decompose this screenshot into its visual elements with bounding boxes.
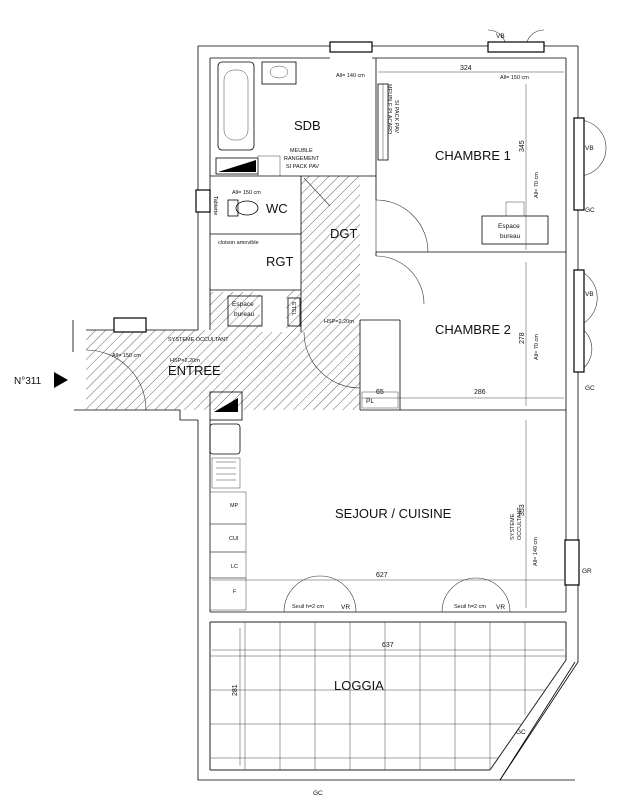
dim-ch1-width: 324 (460, 65, 472, 72)
dim-pl-width: 65 (376, 389, 384, 396)
allege-ch1-side: All= 70 cm (534, 172, 540, 198)
loggia-tiling (209, 621, 576, 781)
outer-walls (72, 45, 579, 781)
room-wc: WC (266, 201, 288, 216)
room-chambre1: CHAMBRE 1 (435, 148, 511, 163)
code-gc-loggia-side: GC (516, 729, 526, 736)
note-meuble-placard-2: SI PACK PAV (393, 100, 399, 133)
note-systeme-sejour-2: OCCULTANT (517, 507, 523, 540)
room-chambre2: CHAMBRE 2 (435, 322, 511, 337)
allege-wc: All= 150 cm (232, 190, 261, 196)
etel-cabinet (287, 297, 301, 327)
room-loggia: LOGGIA (334, 678, 384, 693)
bathtub-icon (217, 61, 255, 151)
hatched-circulation (86, 176, 360, 410)
dim-ch2-height: 278 (519, 332, 526, 344)
threshold-right: Seuil h=2 cm (454, 604, 486, 610)
allege-ch1-top: All= 150 cm (500, 75, 529, 81)
dim-ch1-height: 345 (519, 140, 526, 152)
threshold-left: Seuil h=2 cm (292, 604, 324, 610)
note-cloison-amovible: cloison amovible (218, 240, 259, 246)
code-vr-right: VR (496, 604, 505, 611)
sink-icon (261, 61, 297, 85)
toilet-icon (227, 199, 259, 217)
dim-loggia-height: 281 (232, 684, 239, 696)
dim-loggia-width: 637 (382, 642, 394, 649)
note-systeme-sejour-1: SYSTEME (510, 513, 516, 540)
note-etel: ETEL (290, 302, 296, 316)
note-hsp-dgt: HSP=2,20m (324, 319, 354, 325)
note-meuble-rangement-1: MEUBLE (290, 148, 313, 154)
desk-entree (227, 295, 263, 327)
note-espace-ch1-1: Espace (498, 223, 520, 230)
chair-ch1 (505, 201, 525, 217)
note-systeme-occultant-entree: SYSTEME OCCULTANT (168, 337, 229, 343)
dimension-lines (212, 71, 564, 766)
code-gc-ch1: GC (585, 207, 595, 214)
kitchen-counter (209, 391, 247, 611)
note-pl: PL (366, 398, 374, 405)
window-swings (487, 29, 607, 373)
inner-walls (209, 57, 567, 613)
code-gr-sejour: GR (582, 568, 592, 575)
room-rgt: RGT (266, 254, 294, 269)
pl-cabinet (361, 391, 399, 409)
kitchen-mp: MP (230, 503, 239, 509)
dim-sejour-width: 627 (376, 572, 388, 579)
code-vb-ch2: VB (585, 291, 594, 298)
room-sdb: SDB (294, 118, 321, 133)
room-entree: ENTREE (168, 363, 221, 378)
note-espace-entree-2: bureau (234, 311, 255, 318)
kitchen-cui: CUI (229, 536, 239, 542)
allege-entree: All= 150 cm (112, 353, 141, 359)
note-hsp-entree: HSP=2,20m (170, 358, 200, 364)
room-sejour: SEJOUR / CUISINE (335, 506, 452, 521)
cabinet-icon (257, 155, 281, 177)
code-gc-loggia-bottom: GC (313, 790, 323, 797)
note-meuble-placard-1: MEUBLE PLACARD (386, 84, 392, 134)
unit-arrow-icon (54, 372, 68, 388)
unit-label: N°311 (14, 376, 42, 387)
code-vb-ch1: VB (585, 145, 594, 152)
note-meuble-rangement-3: SI PACK PAV (286, 164, 319, 170)
code-vr-left: VR (341, 604, 350, 611)
code-vb-top: VB (496, 33, 505, 40)
dim-sejour-height: 353 (519, 504, 526, 516)
note-espace-ch1-2: bureau (500, 233, 521, 240)
wardrobe-ch1-icon (377, 83, 389, 161)
doors (85, 177, 511, 613)
allege-ch2-side: All= 70 cm (534, 334, 540, 360)
allege-sdb: All= 140 cm (336, 73, 365, 79)
note-espace-entree-1: Espace (232, 301, 254, 308)
kitchen-f: F (233, 589, 237, 595)
note-meuble-rangement-2: RANGEMENT (284, 156, 320, 162)
window-markers (113, 41, 585, 586)
note-tablette: Tablette (212, 196, 218, 215)
kitchen-lc: LC (231, 564, 238, 570)
shower-tray-icon (215, 157, 259, 175)
dim-ch2-width: 286 (474, 389, 486, 396)
room-dgt: DGT (330, 226, 358, 241)
allege-sejour: All= 140 cm (533, 537, 539, 566)
code-gc-ch2: GC (585, 385, 595, 392)
